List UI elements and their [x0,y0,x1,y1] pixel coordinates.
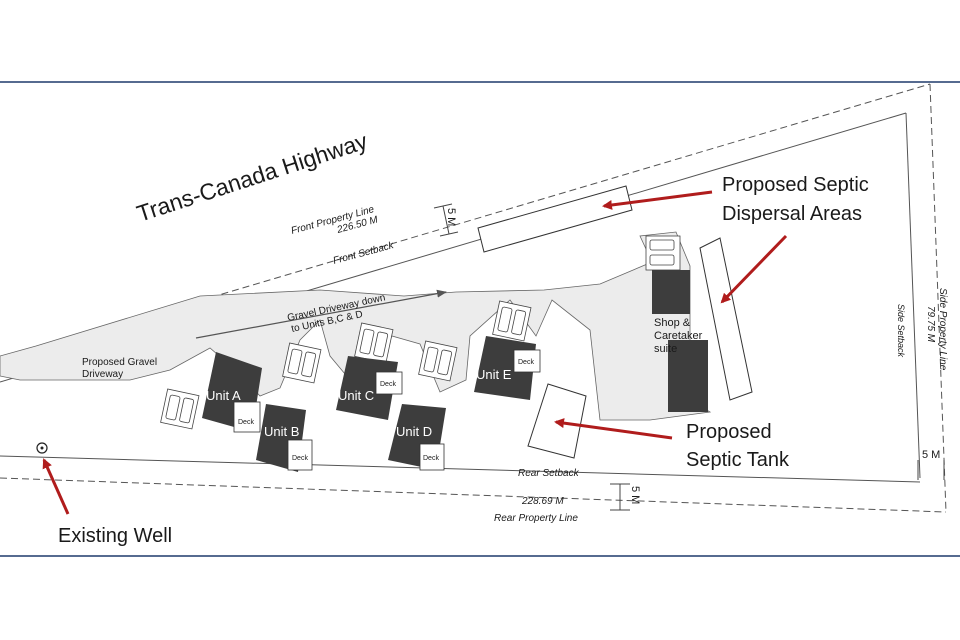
rear-setback-label: Rear Setback [518,468,580,479]
parking-stall [354,322,394,364]
front-dim-label: 5 M [445,208,457,226]
parking-stall [645,235,681,271]
unit-d-deck-label: Deck [423,455,439,462]
parking-stall [418,340,458,382]
unit-c-deck [375,371,403,395]
unit-c-deck-label: Deck [380,381,396,388]
side-property-line [929,83,947,513]
rear-property-line-label: Rear Property Line [494,513,578,524]
shop-building-north [652,270,690,314]
side-property-line-label: Side Property Line [937,288,948,371]
rear-setback-line [0,455,921,483]
unit-e-deck [513,349,541,373]
decks [233,349,541,471]
shop-building-south [668,340,708,412]
unit-e-deck-label: Deck [518,359,534,366]
unit-a-deck-label: Deck [238,419,254,426]
septic-dispersal-areas [477,185,753,401]
side-setback-line [905,112,921,479]
side-setback-label: Side Setback [896,304,906,358]
unit-b-label: Unit B [264,424,299,439]
highway-label: Trans-Canada Highway [134,127,371,226]
existing-well-arrow [42,458,70,515]
septic-tank-label-line1: Proposed [686,421,772,443]
proposed-gravel-label-line2: Driveway [82,369,123,380]
existing-well-label: Existing Well [58,525,172,547]
dimension-ticks [433,203,945,511]
unit-a-label: Unit A [206,388,241,403]
callout-arrows [42,190,788,515]
unit-c-label: Unit C [338,388,374,403]
driveway-direction-arrow [195,289,447,339]
side-dim-label: 5 M [922,449,940,461]
unit-b-deck [287,439,313,471]
septic-dispersal-area-east [699,237,753,401]
shop-label-line2: Caretaker [654,330,703,342]
septic-dispersal-arrow-1 [602,190,713,210]
septic-tank-label-line2: Septic Tank [686,449,790,471]
septic-dispersal-area-north [477,185,633,253]
unit-labels: Unit A Deck Unit B Deck Unit C Deck Unit… [206,359,534,462]
side-length-label: 79.75 M [925,306,936,343]
septic-dispersal-label-line1: Proposed Septic [722,174,869,196]
unit-e-label: Unit E [476,367,512,382]
rear-length-label: 228.69 M [521,496,564,507]
septic-tank-arrow [554,418,673,440]
unit-a-deck [233,401,261,433]
rear-property-line [0,477,947,513]
parking-stalls [160,235,681,430]
unit-b-deck-label: Deck [292,455,308,462]
septic-dispersal-label-line2: Dispersal Areas [722,203,862,225]
shop-label-line1: Shop & [654,317,691,329]
front-setback-label: Front Setback [332,240,396,267]
septic-dispersal-arrow-2 [720,234,788,304]
unit-d-deck [419,443,445,471]
parking-stall [492,300,532,342]
unit-d-label: Unit D [396,424,432,439]
parking-stall [160,388,200,430]
shop-label-line3: suite [654,343,677,355]
property-lines [0,83,947,513]
rear-dim-label: 5 M [629,486,641,504]
proposed-gravel-label-line1: Proposed Gravel [82,357,157,368]
front-property-line [0,83,931,361]
parking-stall [282,342,322,384]
